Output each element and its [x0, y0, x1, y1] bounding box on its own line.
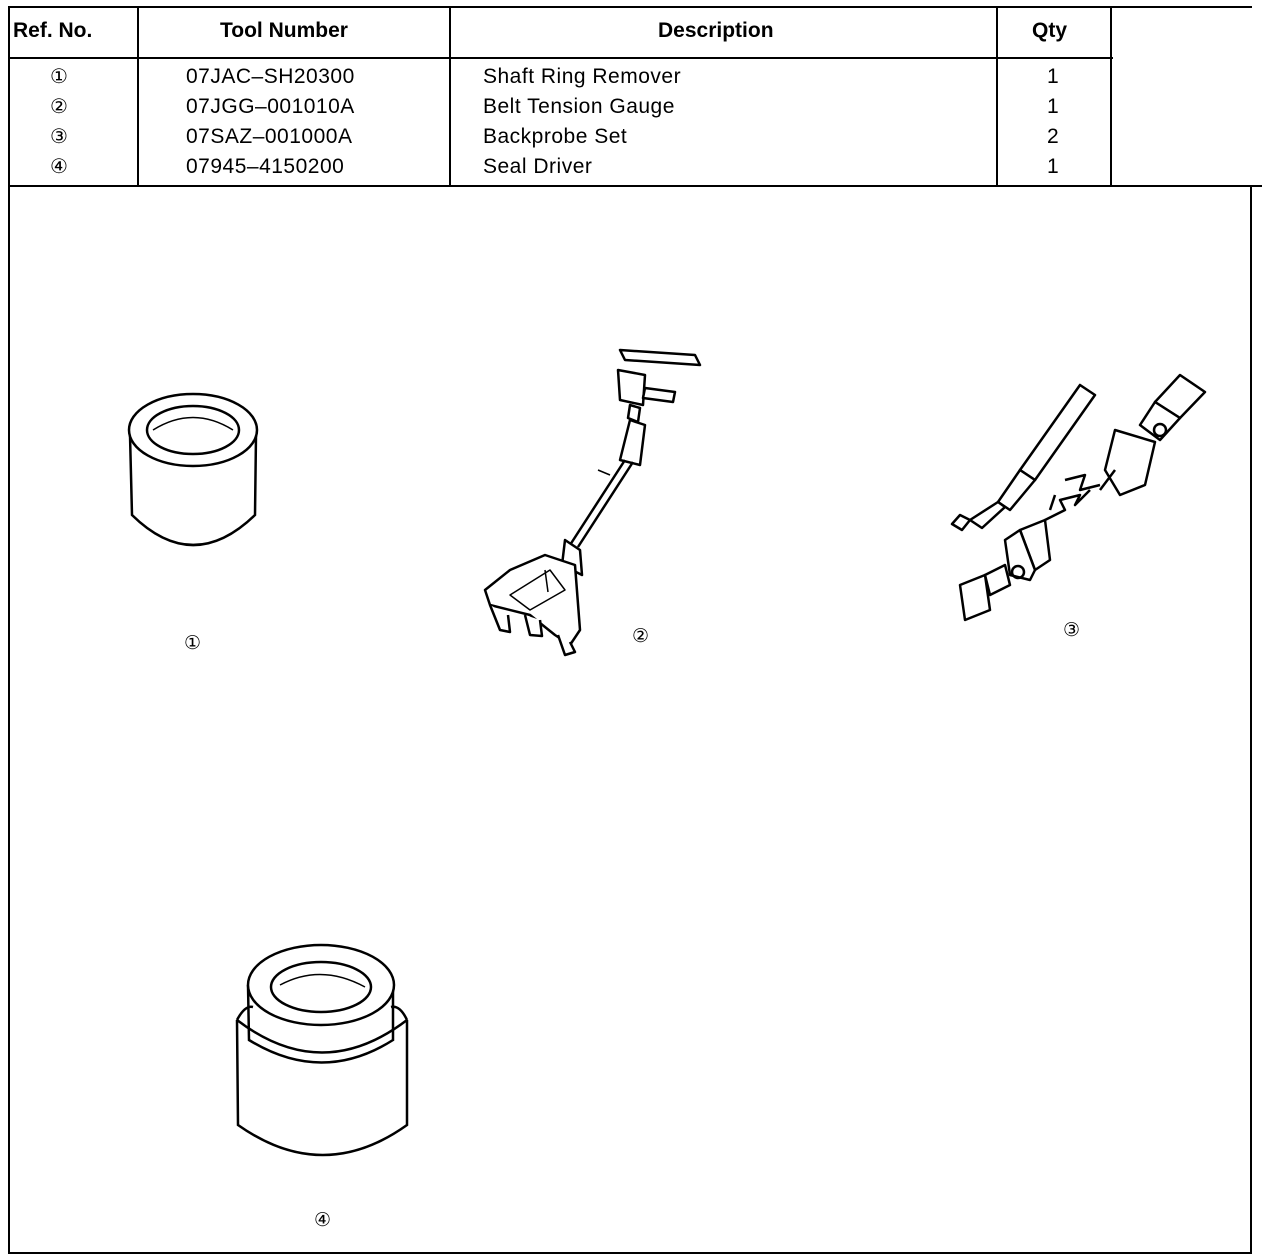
row-tool-number: 07JGG–001010A [186, 95, 355, 118]
frame-right-border [1250, 185, 1252, 1252]
header-underline [8, 57, 1113, 59]
table-right-column-border [1110, 6, 1112, 186]
row-description: Shaft Ring Remover [483, 65, 682, 88]
row-description: Backprobe Set [483, 125, 628, 148]
row-qty: 2 [1047, 125, 1060, 148]
column-divider [137, 6, 139, 186]
row-description: Belt Tension Gauge [483, 95, 675, 118]
header-description: Description [658, 19, 774, 42]
column-divider [996, 6, 998, 186]
row-ref: ③ [50, 126, 68, 148]
shaft-ring-remover-icon [127, 392, 259, 547]
row-qty: 1 [1047, 155, 1060, 178]
backprobe-set-icon [950, 373, 1207, 622]
row-tool-number: 07945–4150200 [186, 155, 345, 178]
row-qty: 1 [1047, 65, 1060, 88]
row-description: Seal Driver [483, 155, 593, 178]
header-tool-number: Tool Number [220, 19, 348, 42]
figure-label: ④ [314, 1210, 332, 1231]
page-frame [8, 6, 1252, 1254]
header-qty: Qty [1032, 19, 1068, 42]
header-ref-no: Ref. No. [13, 19, 93, 42]
figure-label: ③ [1063, 620, 1081, 641]
figure-label: ① [184, 633, 202, 654]
row-qty: 1 [1047, 95, 1060, 118]
belt-tension-gauge-icon [483, 348, 702, 657]
table-bottom-border [8, 185, 1262, 187]
row-tool-number: 07SAZ–001000A [186, 125, 353, 148]
column-divider [449, 6, 451, 186]
figure-label: ② [632, 626, 650, 647]
row-ref: ① [50, 66, 68, 88]
row-ref: ② [50, 96, 68, 118]
row-ref: ④ [50, 156, 68, 178]
row-tool-number: 07JAC–SH20300 [186, 65, 355, 88]
seal-driver-icon [235, 943, 409, 1157]
